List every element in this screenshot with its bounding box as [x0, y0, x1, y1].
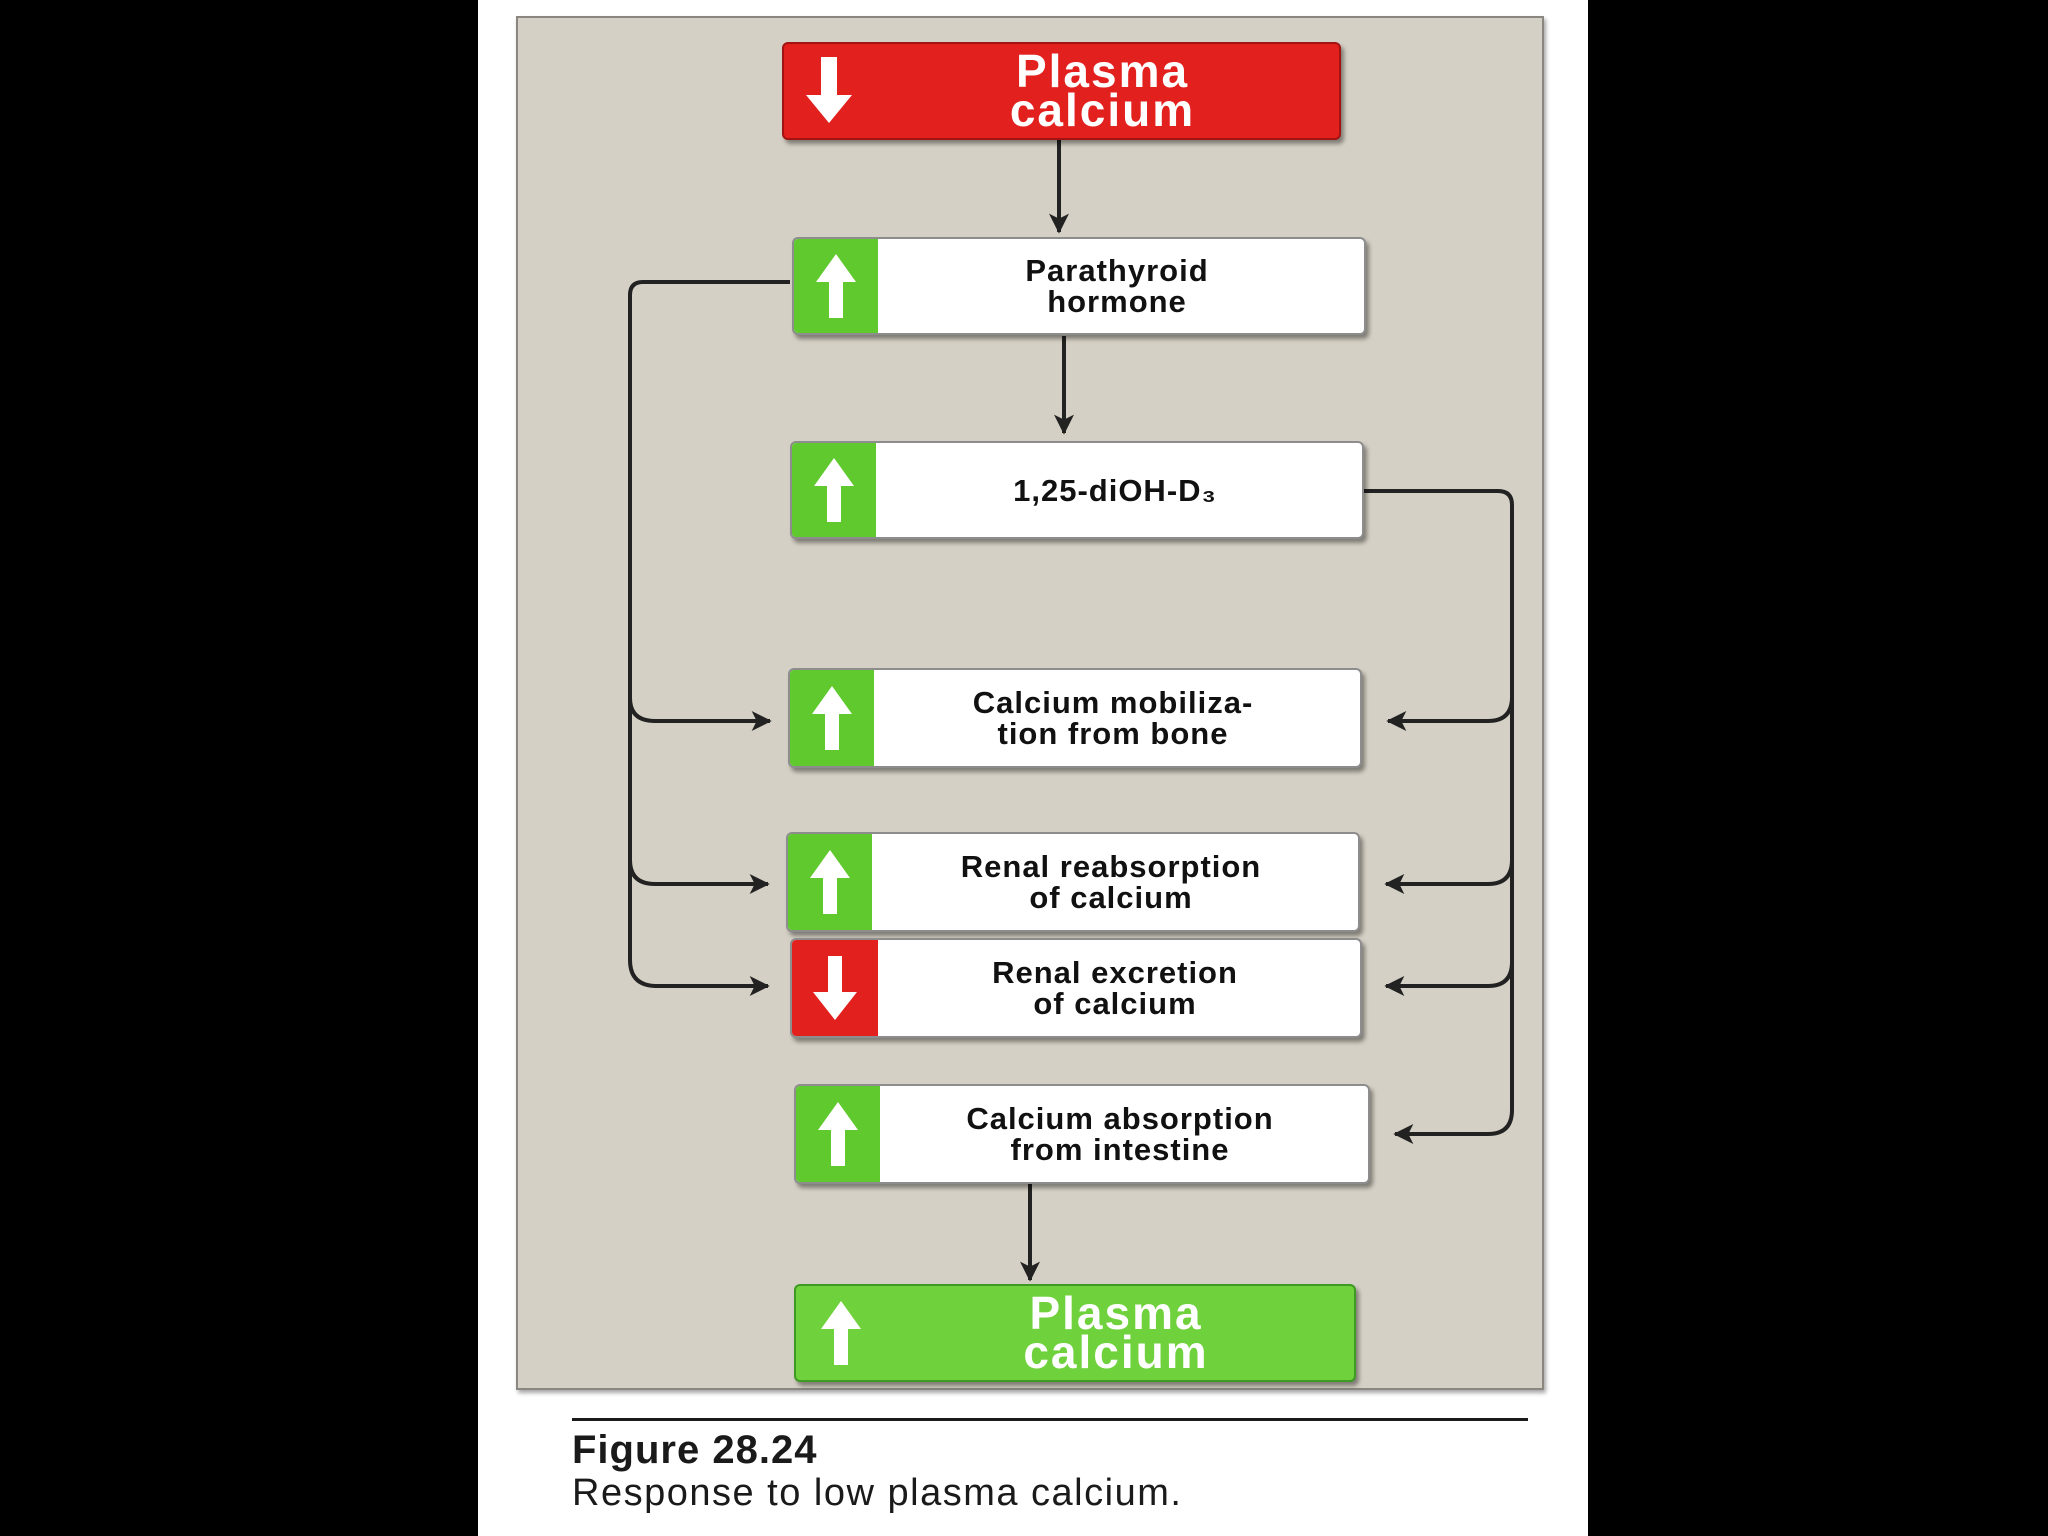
up-arrow-icon — [790, 670, 874, 766]
node-renal-excretion: Renal excretion of calcium — [790, 938, 1362, 1038]
node-intestinal-absorption: Calcium absorption from intestine — [794, 1084, 1370, 1184]
node-label: Renal reabsorption of calcium — [960, 849, 1262, 915]
down-arrow-icon — [784, 44, 874, 138]
node-renal-reabsorption: Renal reabsorption of calcium — [786, 832, 1360, 932]
node-vitamin-d: 1,25-diOH-D₃ — [790, 441, 1364, 539]
caption-divider — [572, 1418, 1528, 1421]
up-arrow-icon — [796, 1286, 886, 1380]
figure-title: Figure 28.24 — [572, 1428, 818, 1472]
node-label: Plasma calcium — [1009, 44, 1196, 136]
down-arrow-icon — [792, 940, 878, 1036]
node-label: Calcium absorption from intestine — [966, 1101, 1274, 1167]
node-label: Calcium mobiliza- tion from bone — [972, 685, 1254, 751]
node-plasma-calcium-low: Plasma calcium — [782, 42, 1341, 140]
node-label: 1,25-diOH-D₃ — [1013, 472, 1217, 508]
node-parathyroid-hormone: Parathyroid hormone — [792, 237, 1366, 335]
figure-caption: Response to low plasma calcium. — [572, 1472, 1183, 1514]
node-bone-mobilization: Calcium mobiliza- tion from bone — [788, 668, 1362, 768]
node-label: Renal excretion of calcium — [992, 955, 1238, 1021]
node-plasma-calcium-high: Plasma calcium — [794, 1284, 1356, 1382]
up-arrow-icon — [796, 1086, 880, 1182]
up-arrow-icon — [794, 239, 878, 333]
node-label: Parathyroid hormone — [1025, 253, 1209, 319]
up-arrow-icon — [792, 443, 876, 537]
up-arrow-icon — [788, 834, 872, 930]
node-label: Plasma calcium — [1023, 1286, 1209, 1378]
